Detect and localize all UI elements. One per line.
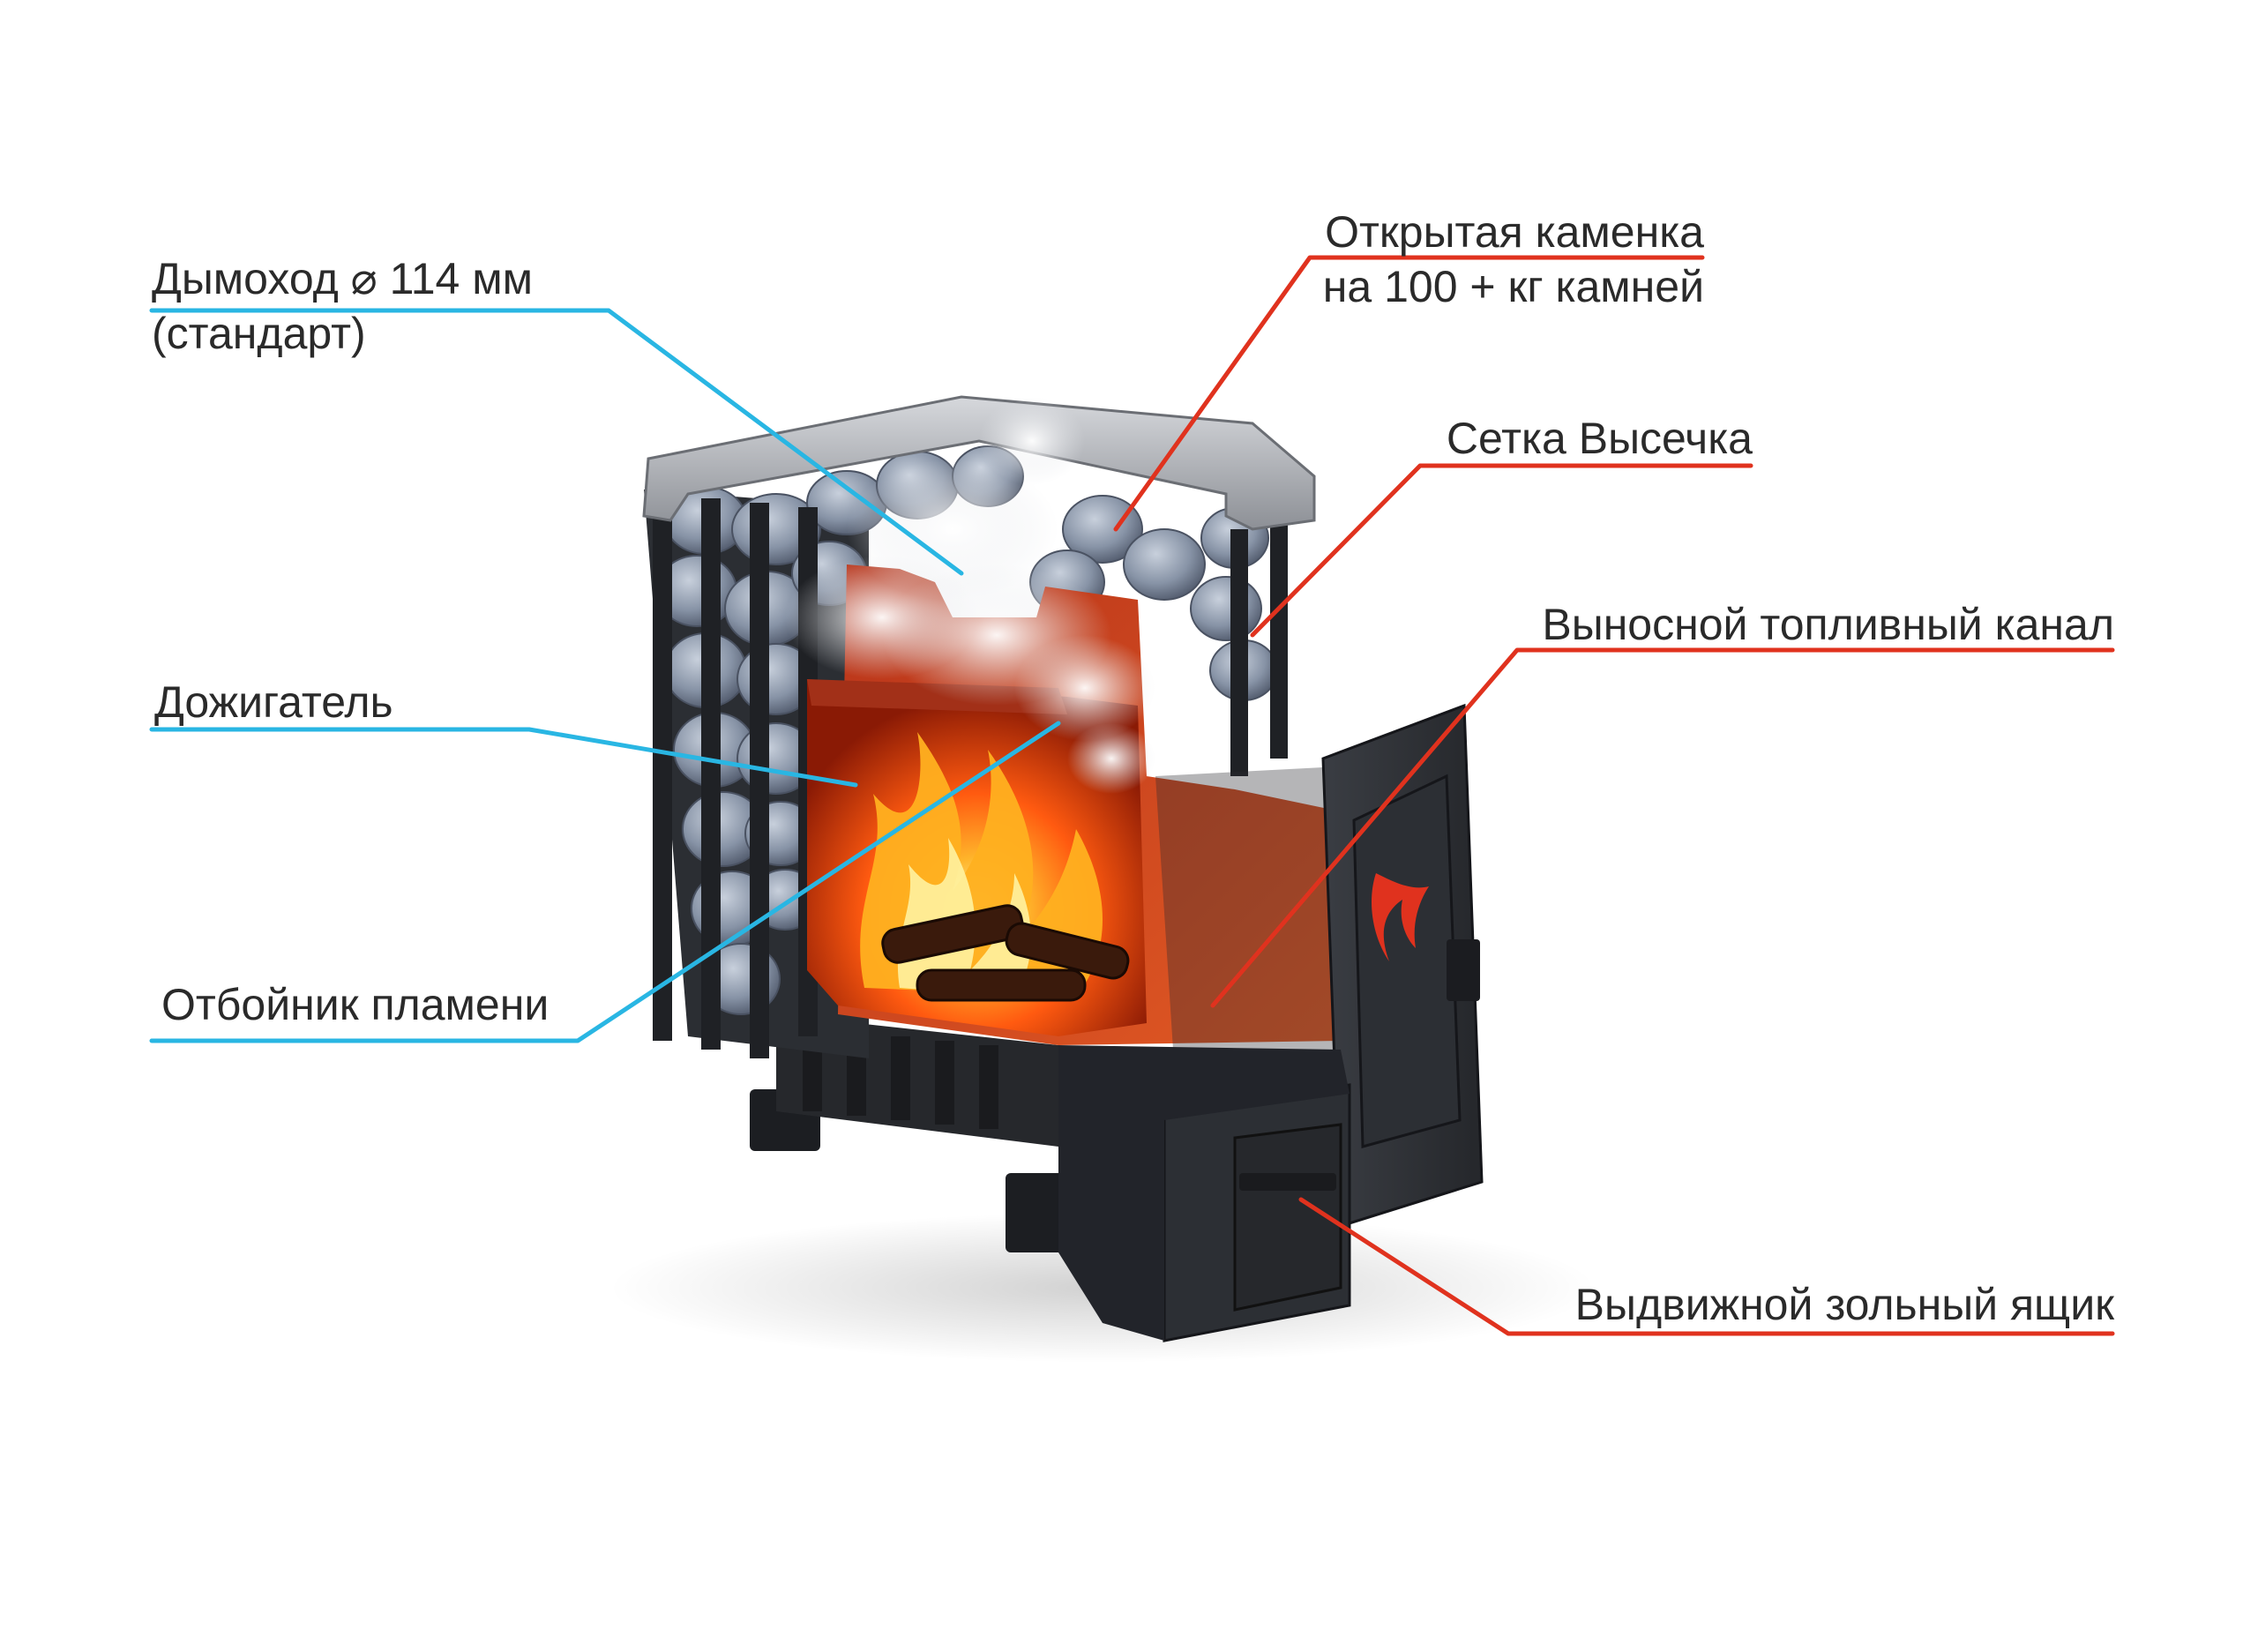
label-ash-drawer-text: Выдвижной зольный ящик — [1574, 1280, 2114, 1329]
ash-drawer-handle[interactable] — [1239, 1173, 1336, 1191]
label-heater-line1: Открытая каменка — [1325, 207, 1704, 257]
label-fuel-channel: Выносной топливный канал — [1542, 597, 2114, 652]
label-mesh-text: Сетка Высечка — [1446, 414, 1753, 463]
label-afterburner-text: Дожигатель — [154, 677, 393, 727]
callout-line-chimney — [149, 308, 964, 576]
callout-line-mesh — [1250, 463, 1753, 638]
callout-lines-right — [1113, 255, 2115, 1336]
callout-line-flame-deflector — [149, 721, 1061, 1043]
label-flame-deflector: Отбойник пламени — [161, 977, 549, 1032]
label-chimney-line2: (стандарт) — [152, 309, 366, 358]
heater-top-frame — [642, 395, 1316, 531]
callout-line-ash-drawer — [1298, 1197, 2115, 1336]
label-heater-line2: на 100 + кг камней — [1322, 262, 1704, 311]
label-flame-deflector-text: Отбойник пламени — [161, 980, 550, 1029]
label-afterburner: Дожигатель — [154, 675, 393, 729]
ash-drawer[interactable] — [1233, 1123, 1342, 1312]
firebox-side-wall — [1155, 767, 1341, 1050]
callout-line-heater — [1113, 255, 1705, 532]
label-chimney-line1: Дымоход ⌀ 114 мм — [152, 254, 533, 303]
label-ash-drawer: Выдвижной зольный ящик — [1575, 1277, 2114, 1332]
fuel-channel-door[interactable] — [1352, 774, 1462, 1148]
firewood-logs — [881, 904, 1130, 1002]
door-handle[interactable] — [1447, 939, 1480, 1001]
label-mesh: Сетка Высечка — [1447, 411, 1753, 466]
callout-lines-left — [149, 308, 1061, 1043]
label-heater: Открытая каменка на 100 + кг камней — [1323, 205, 1704, 314]
firebird-logo-icon — [1372, 873, 1429, 961]
steam-icon — [785, 397, 1155, 794]
label-chimney: Дымоход ⌀ 114 мм (стандарт) — [152, 251, 533, 361]
callout-line-afterburner — [149, 727, 858, 788]
label-fuel-channel-text: Выносной топливный канал — [1542, 600, 2114, 649]
callout-line-fuel-channel — [1210, 647, 2115, 1008]
ash-grate — [803, 1028, 998, 1129]
stove-base — [1058, 1045, 1350, 1341]
